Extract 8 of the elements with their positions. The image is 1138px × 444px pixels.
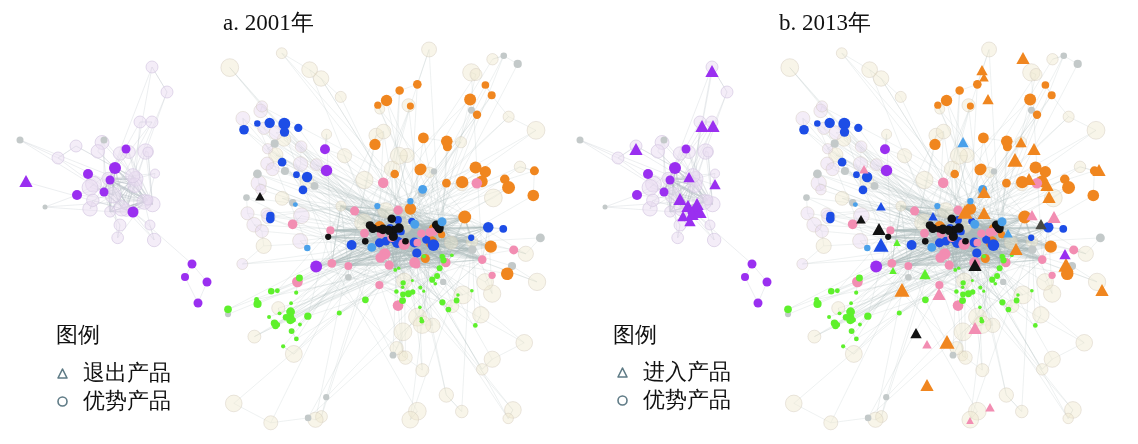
panel-title: b. 2013年: [779, 11, 871, 34]
legend-label: 优势产品: [643, 389, 731, 411]
legend-label: 退出产品: [83, 362, 171, 384]
legend-title: 图例: [613, 324, 657, 346]
legend-title: 图例: [56, 324, 100, 346]
panel-title: a. 2001年: [223, 11, 314, 34]
legend-label: 进入产品: [643, 361, 731, 383]
legend-label: 优势产品: [83, 390, 171, 412]
